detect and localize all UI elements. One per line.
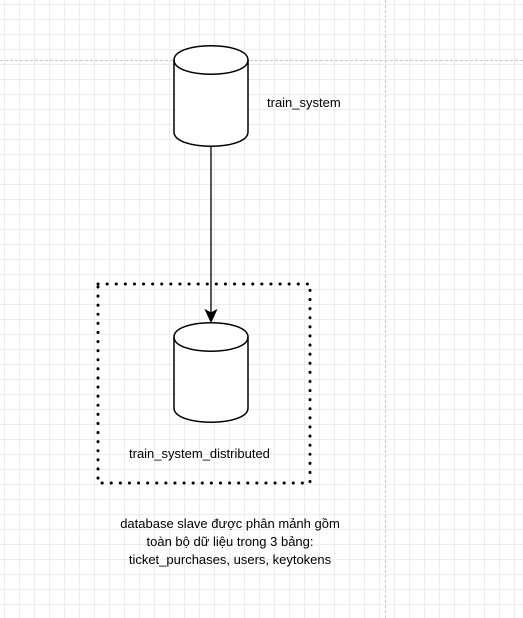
note-line-2: toàn bộ dữ liệu trong 3 bảng:: [146, 534, 314, 549]
source-db-cylinder[interactable]: [173, 45, 249, 147]
target-db-label: train_system_distributed: [129, 446, 270, 461]
target-db-cylinder[interactable]: [173, 322, 249, 423]
page-break-vertical: [385, 0, 386, 618]
note-line-3: ticket_purchases, users, keytokens: [128, 552, 332, 567]
note-line-1: database slave được phân mảnh gồm: [120, 516, 340, 531]
connector-arrow[interactable]: [204, 147, 218, 324]
description-note: database slave được phân mảnh gồm toàn b…: [80, 515, 380, 569]
arrow-head-icon: [204, 308, 218, 324]
page-break-horizontal: [0, 60, 523, 61]
source-db-label: train_system: [267, 95, 341, 110]
